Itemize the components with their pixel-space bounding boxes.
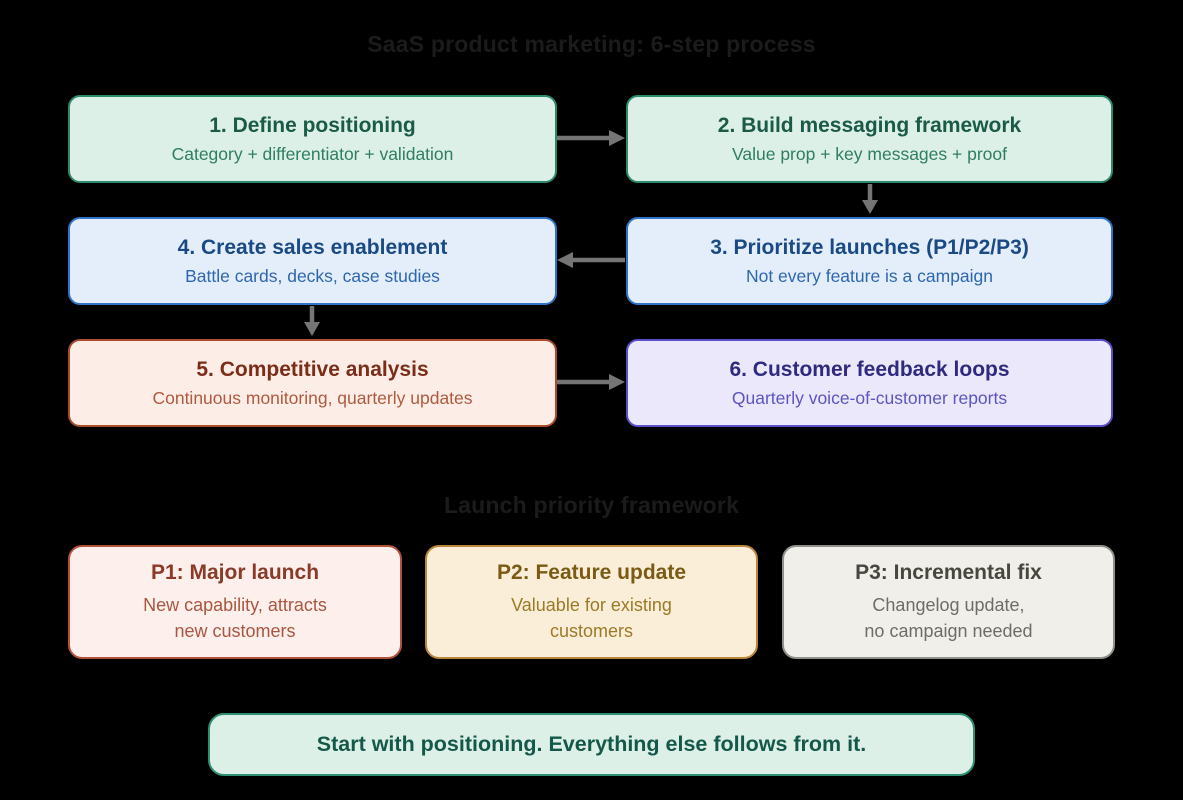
priority-title: Launch priority framework bbox=[443, 492, 740, 518]
step-box-2: 2. Build messaging framework Value prop … bbox=[626, 95, 1113, 183]
process-title: SaaS product marketing: 6-step process bbox=[367, 31, 816, 57]
footer-message: Start with positioning. Everything else … bbox=[316, 732, 867, 757]
step-box-1: 1. Define positioning Category + differe… bbox=[68, 95, 557, 183]
priority-p1-subtitle: New capability, attracts new customers bbox=[143, 594, 327, 641]
priority-p1-title: P1: Major launch bbox=[150, 561, 320, 585]
step-1-title: 1. Define positioning bbox=[209, 113, 416, 137]
step-box-6: 6. Customer feedback loops Quarterly voi… bbox=[626, 339, 1113, 427]
step-5-title: 5. Competitive analysis bbox=[196, 357, 429, 381]
step-3-subtitle: Not every feature is a campaign bbox=[745, 265, 994, 286]
step-6-subtitle: Quarterly voice-of-customer reports bbox=[731, 387, 1008, 408]
step-4-title: 4. Create sales enablement bbox=[177, 235, 448, 259]
priority-box-p1: P1: Major launch New capability, attract… bbox=[68, 545, 402, 659]
step-box-3: 3. Prioritize launches (P1/P2/P3) Not ev… bbox=[626, 217, 1113, 305]
step-3-title: 3. Prioritize launches (P1/P2/P3) bbox=[710, 235, 1029, 259]
priority-box-p2: P2: Feature update Valuable for existing… bbox=[425, 545, 758, 659]
priority-box-p3: P3: Incremental fix Changelog update, no… bbox=[782, 545, 1115, 659]
priority-p2-title: P2: Feature update bbox=[496, 561, 687, 585]
flow-arrow-2-to-3-icon bbox=[862, 184, 878, 214]
flow-arrow-4-to-5-icon bbox=[304, 306, 320, 336]
priority-p2-subtitle: Valuable for existing customers bbox=[511, 594, 672, 641]
footer-callout: Start with positioning. Everything else … bbox=[208, 713, 975, 776]
step-2-title: 2. Build messaging framework bbox=[717, 113, 1022, 137]
step-4-subtitle: Battle cards, decks, case studies bbox=[185, 265, 440, 286]
step-1-subtitle: Category + differentiator + validation bbox=[171, 143, 454, 164]
flow-arrow-5-to-6-icon bbox=[557, 374, 625, 390]
step-5-subtitle: Continuous monitoring, quarterly updates bbox=[152, 387, 473, 408]
step-box-5: 5. Competitive analysis Continuous monit… bbox=[68, 339, 557, 427]
step-6-title: 6. Customer feedback loops bbox=[729, 357, 1010, 381]
flow-arrow-1-to-2-icon bbox=[557, 130, 625, 146]
step-2-subtitle: Value prop + key messages + proof bbox=[732, 143, 1007, 164]
flow-arrow-3-to-4-icon bbox=[557, 252, 625, 268]
priority-p3-title: P3: Incremental fix bbox=[855, 561, 1042, 585]
step-box-4: 4. Create sales enablement Battle cards,… bbox=[68, 217, 557, 305]
priority-p3-subtitle: Changelog update, no campaign needed bbox=[864, 594, 1033, 641]
